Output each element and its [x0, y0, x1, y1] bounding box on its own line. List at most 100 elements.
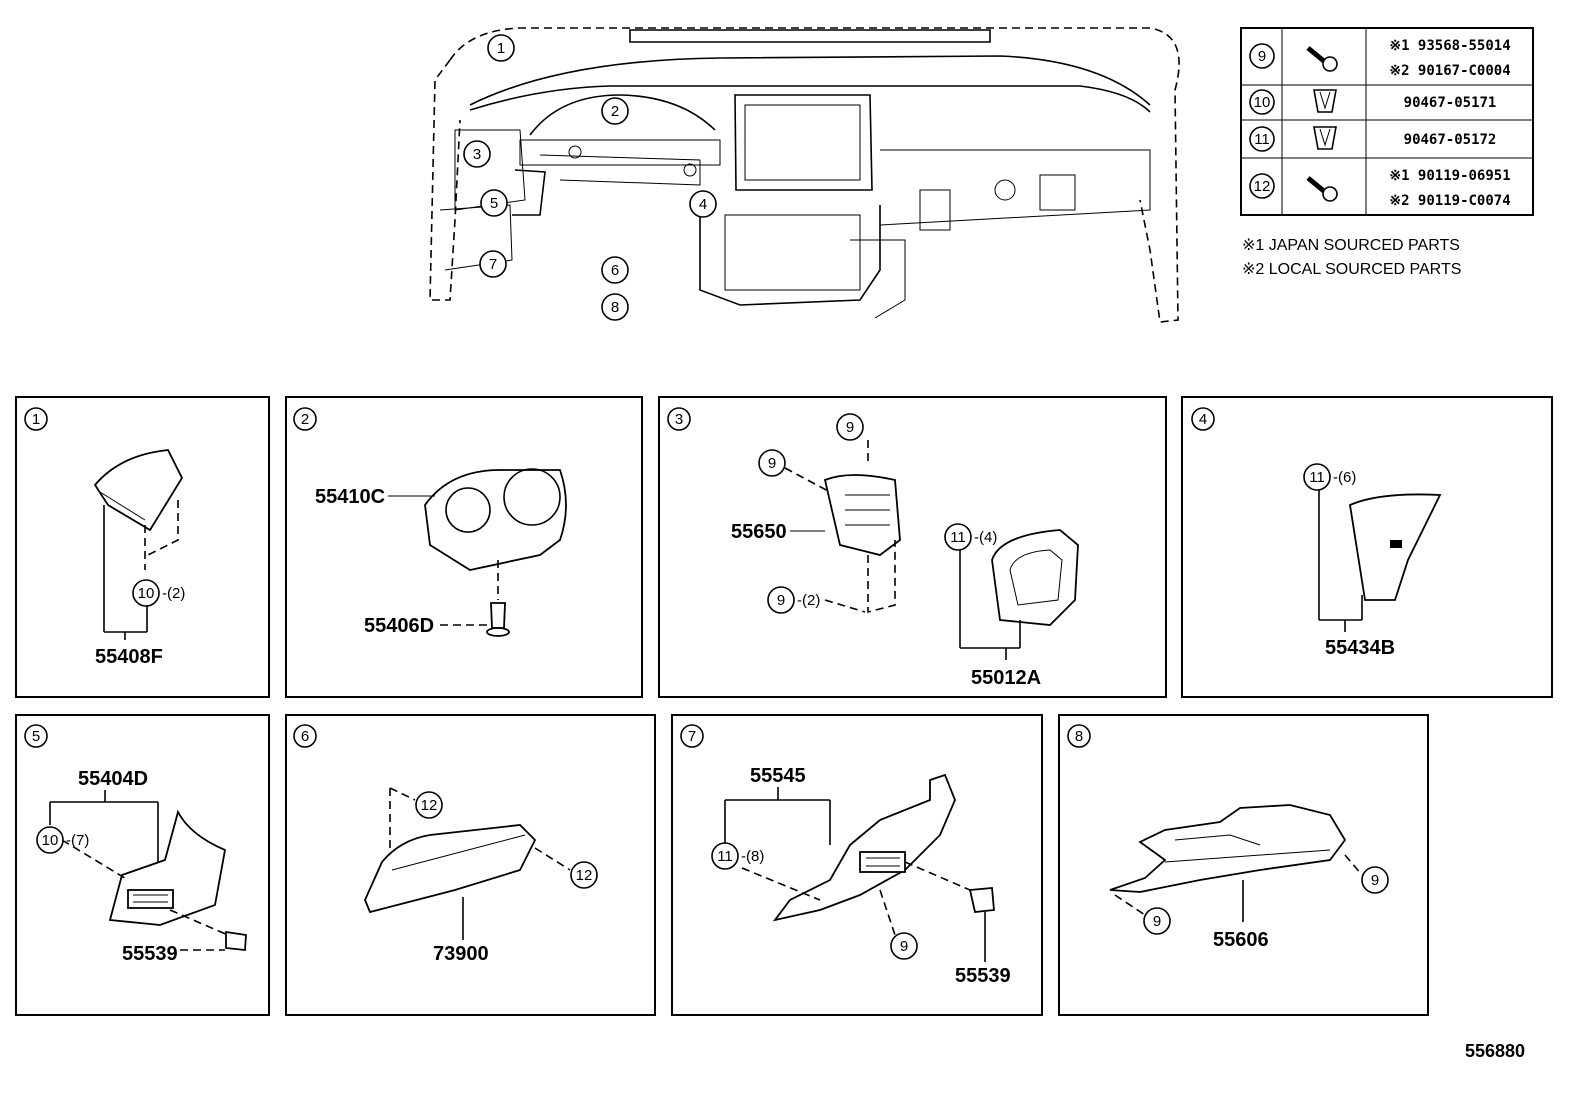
panel-number-3-ring — [667, 407, 691, 431]
panel-boxes — [15, 396, 1553, 1016]
panel-7-fastener-11-text: 11 — [717, 848, 733, 865]
panel-number-2-text: 2 — [301, 411, 309, 428]
part-label-55606: 55606 — [1213, 929, 1269, 951]
panel-5-frame — [15, 714, 270, 1016]
part-label-55650: 55650 — [731, 521, 787, 543]
panel-5-fastener-10-ring — [36, 826, 64, 854]
table-part-9-primary: ※1 93568-55014 — [1389, 38, 1510, 54]
panel-number-1-text: 1 — [32, 411, 40, 428]
panel-number-2-ring — [293, 407, 317, 431]
part-label-55434B: 55434B — [1325, 637, 1395, 659]
overview-callout-8: 8 — [601, 293, 629, 321]
part-label-55410C: 55410C — [315, 486, 385, 508]
register-bezel-part — [991, 529, 1079, 626]
clip-icon — [1313, 89, 1337, 113]
panel-4-fastener-11-text: 11 — [1309, 469, 1325, 486]
overview-callout-2-text: 2 — [611, 103, 619, 120]
panel-3-fastener-9-c-ring — [767, 586, 795, 614]
bolt-icon — [1306, 46, 1338, 72]
overview-callout-1-text: 1 — [497, 40, 505, 57]
overview-callout-4: 4 — [689, 190, 717, 218]
panel-number-8-ring — [1067, 724, 1091, 748]
label-layer: 55408F55410C55406D5565055012A55434B55404… — [78, 486, 1395, 987]
panel-1-fastener-10-ring — [132, 579, 160, 607]
overview-callout-7: 7 — [479, 250, 507, 278]
panel-8-fastener-9-b-ring — [1143, 907, 1171, 935]
part-label-55406D: 55406D — [364, 615, 434, 637]
panel-4-fastener-11-ring — [1303, 463, 1331, 491]
panel-number-4-text: 4 — [1199, 411, 1207, 428]
pillar-garnish-part — [93, 449, 184, 532]
panel-5-fastener-10-qty: -(7) — [66, 832, 89, 849]
panel-3-fastener-9-c-text: 9 — [777, 592, 785, 609]
table-part-10: 90467-05171 — [1404, 95, 1497, 111]
panel-number-6: 6 — [293, 724, 317, 748]
table-ref-10: 10 — [1249, 89, 1275, 115]
panel-6-fastener-12-b-ring — [570, 861, 598, 889]
panel-7-fastener-9-text: 9 — [900, 938, 908, 955]
panel-6-fastener-12-b: 12 — [570, 861, 598, 889]
overview-callout-6-ring — [601, 256, 629, 284]
table-part-11: 90467-05172 — [1404, 132, 1497, 148]
panel-6-frame — [285, 714, 656, 1016]
panel-4-frame — [1181, 396, 1553, 698]
diagram-id: 556880 — [1465, 1041, 1525, 1061]
panel-number-7: 7 — [680, 724, 704, 748]
panel-number-6-text: 6 — [301, 728, 309, 745]
part-label-73900: 73900 — [433, 943, 489, 965]
panel-8-frame — [1058, 714, 1429, 1016]
table-ref-12-text: 12 — [1254, 178, 1271, 195]
part-label-55545: 55545 — [750, 765, 806, 787]
panel-7-fastener-9: 9 — [890, 932, 918, 960]
part-label-55539-b: 55539 — [955, 965, 1011, 987]
overview-callout-2: 2 — [601, 97, 629, 125]
panel-number-3-text: 3 — [675, 411, 683, 428]
panel-number-1: 1 — [24, 407, 48, 431]
panel-3-fastener-9-a-ring — [758, 449, 786, 477]
fastener-table: 9 ※1 93568-55014 ※2 90167-C0004 10 90467-051… — [1240, 27, 1534, 278]
panel-7-fastener-11-ring — [711, 842, 739, 870]
panel-number-4-ring — [1191, 407, 1215, 431]
panel-number-1-ring — [24, 407, 48, 431]
note-japan: ※1 JAPAN SOURCED PARTS — [1242, 237, 1460, 254]
overview-callout-2-ring — [601, 97, 629, 125]
overview-callout-5-ring — [480, 189, 508, 217]
table-ref-11-text: 11 — [1254, 131, 1270, 148]
panel-1-fastener-10-text: 10 — [138, 585, 155, 602]
table-ref-10-ring — [1249, 89, 1275, 115]
part-label-55012A: 55012A — [971, 667, 1041, 689]
panel-number-5: 5 — [24, 724, 48, 748]
table-ref-9: 9 — [1249, 43, 1275, 69]
panel-3-fastener-9-a: 9 — [758, 449, 786, 477]
panel-1-fastener-10: 10 — [132, 579, 160, 607]
panel-3-fastener-9-a-text: 9 — [768, 455, 776, 472]
table-part-12-alt: ※2 90119-C0074 — [1389, 193, 1510, 209]
panel-5-fastener-10-text: 10 — [42, 832, 59, 849]
bolt-icon — [1306, 176, 1338, 202]
panel-5 — [49, 790, 247, 951]
panel-8-fastener-9-b: 9 — [1143, 907, 1171, 935]
overview-callout-8-ring — [601, 293, 629, 321]
panel-number-6-ring — [293, 724, 317, 748]
panel-1-frame — [15, 396, 270, 698]
overview-callout-4-text: 4 — [699, 196, 707, 213]
panel-6-fastener-12-a: 12 — [415, 791, 443, 819]
table-part-9-alt: ※2 90167-C0004 — [1389, 63, 1510, 79]
table-ref-9-text: 9 — [1258, 48, 1266, 65]
panel-3-fastener-9-b: 9 — [836, 413, 864, 441]
overview-callout-1: 1 — [487, 34, 515, 62]
panel-number-4: 4 — [1191, 407, 1215, 431]
panel-5-fastener-10: 10 — [36, 826, 64, 854]
panel-number-5-ring — [24, 724, 48, 748]
note-local: ※2 LOCAL SOURCED PARTS — [1242, 261, 1461, 278]
panel-1-fastener-10-qty: -(2) — [162, 585, 185, 602]
panel-6 — [364, 787, 571, 940]
overview-callout-3: 3 — [463, 140, 491, 168]
panel-7 — [724, 773, 995, 962]
panel-7-fastener-11-qty: -(8) — [741, 848, 764, 865]
overview-callout-6: 6 — [601, 256, 629, 284]
panel-3-fastener-11-text: 11 — [950, 529, 966, 546]
panel-number-3: 3 — [667, 407, 691, 431]
panel-7-fastener-9-ring — [890, 932, 918, 960]
